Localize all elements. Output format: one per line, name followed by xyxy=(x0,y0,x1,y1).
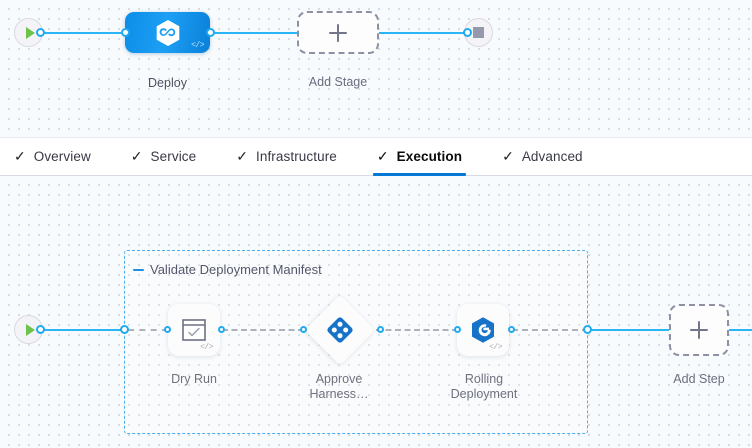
step-label-approve-harness: Approve Harness… xyxy=(309,372,369,401)
harness-approval-diamond-icon xyxy=(327,317,353,343)
step-label-dry-run: Dry Run xyxy=(171,372,217,386)
code-badge-icon: </> xyxy=(191,41,204,50)
tab-label: Execution xyxy=(396,149,463,164)
check-icon: ✓ xyxy=(14,147,26,164)
execution-start-port[interactable] xyxy=(36,325,45,334)
stage-deploy-out-port[interactable] xyxy=(206,28,215,37)
dry-run-checkbox-icon xyxy=(182,319,206,341)
add-stage-button[interactable] xyxy=(297,11,379,54)
tab-label: Service xyxy=(150,149,197,164)
stage-deploy-in-port[interactable] xyxy=(121,28,130,37)
add-step-label: Add Step xyxy=(673,372,725,386)
group-in-port[interactable] xyxy=(120,325,129,334)
tab-label: Overview xyxy=(33,149,91,164)
code-badge-icon: </> xyxy=(200,343,213,352)
minus-icon[interactable] xyxy=(133,268,144,271)
link-addstage-to-end xyxy=(375,32,467,34)
step-node-approve-harness[interactable] xyxy=(304,294,376,366)
dryrun-in-port[interactable] xyxy=(164,326,171,333)
stage-label-deploy: Deploy xyxy=(148,76,187,90)
tab-execution[interactable]: ✓ Execution xyxy=(372,138,467,176)
check-icon: ✓ xyxy=(130,147,143,164)
stop-icon xyxy=(473,27,484,38)
plus-icon xyxy=(329,23,347,42)
stage-tab-bar[interactable]: ✓ Overview ✓ Service ✓ Infrastructure ✓ … xyxy=(0,137,752,176)
stage-node-deploy[interactable]: </> xyxy=(125,12,210,53)
rolling-in-port[interactable] xyxy=(454,326,461,333)
approve-in-port[interactable] xyxy=(300,326,307,333)
tab-label: Advanced xyxy=(521,149,583,164)
plus-icon xyxy=(690,321,708,339)
dryrun-out-port[interactable] xyxy=(218,326,225,333)
tab-advanced[interactable]: ✓ Advanced xyxy=(502,138,583,175)
step-group-header[interactable]: Validate Deployment Manifest xyxy=(133,262,322,277)
step-node-dry-run[interactable]: </> xyxy=(168,304,220,356)
harness-hexagon-icon xyxy=(156,19,179,46)
tab-overview[interactable]: ✓ Overview xyxy=(14,138,91,175)
link-start-to-deploy xyxy=(38,32,130,34)
link-rolling-to-group-out xyxy=(512,329,588,331)
check-icon: ✓ xyxy=(502,147,514,164)
link-addstep-outgoing xyxy=(728,329,752,331)
step-group-title: Validate Deployment Manifest xyxy=(150,262,322,277)
rolling-out-port[interactable] xyxy=(508,326,515,333)
code-badge-icon: </> xyxy=(489,343,502,352)
execution-canvas[interactable]: Validate Deployment Manifest </> Dry Run xyxy=(0,176,752,448)
stage-end-port[interactable] xyxy=(463,28,472,37)
add-step-button[interactable] xyxy=(669,304,729,356)
link-group-out-to-addstep xyxy=(588,329,670,331)
group-out-port[interactable] xyxy=(583,325,592,334)
rolling-deployment-hexagon-icon xyxy=(472,317,494,343)
check-icon: ✓ xyxy=(376,147,389,164)
link-deploy-to-addstage xyxy=(210,32,302,34)
add-stage-label: Add Stage xyxy=(308,75,368,89)
tab-infrastructure[interactable]: ✓ Infrastructure xyxy=(236,138,337,175)
play-icon xyxy=(25,323,35,336)
approve-out-port[interactable] xyxy=(377,326,384,333)
link-dryrun-to-approve xyxy=(222,329,304,331)
play-icon xyxy=(25,26,35,39)
step-node-rolling-deployment[interactable]: </> xyxy=(457,304,509,356)
tab-label: Infrastructure xyxy=(255,149,337,164)
tab-service[interactable]: ✓ Service xyxy=(131,138,196,175)
link-approve-to-rolling xyxy=(376,329,458,331)
stage-canvas[interactable]: </> Deploy Add Stage xyxy=(0,0,752,137)
link-group-in-to-dryrun xyxy=(128,329,168,331)
stage-start-port[interactable] xyxy=(36,28,45,37)
check-icon: ✓ xyxy=(236,147,248,164)
step-label-rolling-deployment: Rolling Deployment xyxy=(450,372,518,401)
link-start-to-group xyxy=(38,329,128,331)
